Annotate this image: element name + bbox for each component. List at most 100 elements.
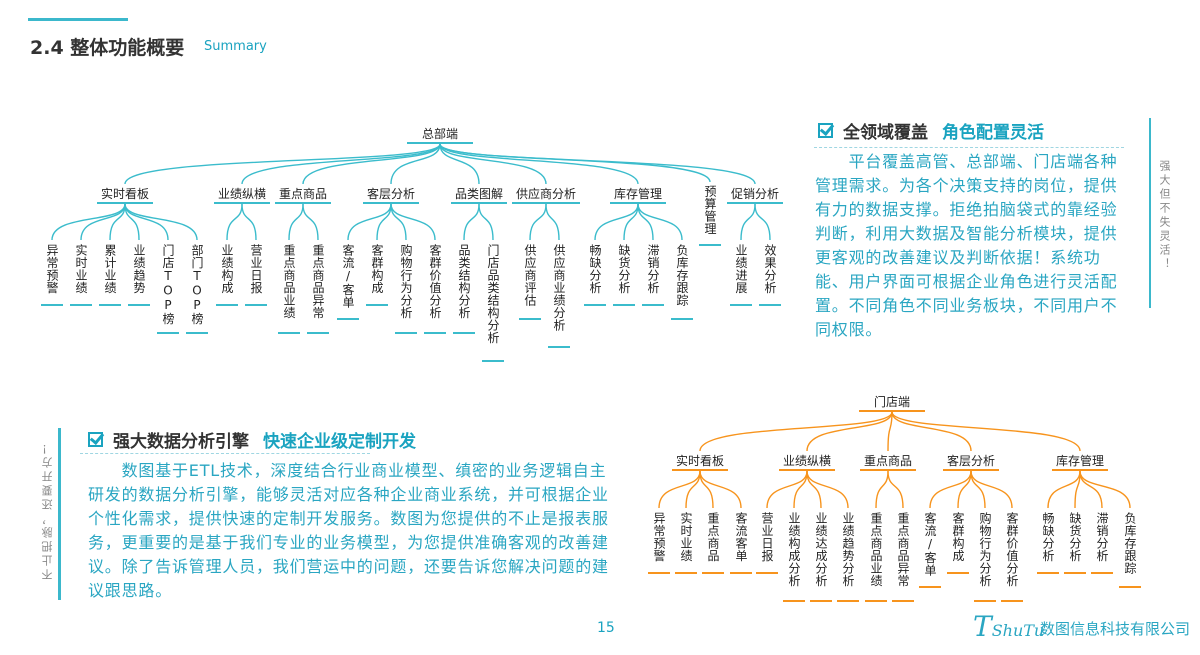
tree-root[interactable]: 门店端 — [873, 395, 911, 409]
feature1-accent: 角色配置灵活 — [942, 123, 1044, 143]
tree-group[interactable]: 品类图解 — [454, 187, 504, 201]
tree-group[interactable]: 重点商品 — [863, 454, 913, 468]
tree-leaf[interactable]: 客群构成 — [370, 244, 384, 294]
tree-leaf[interactable]: 购物行为分析 — [399, 244, 413, 319]
tree-leaf[interactable]: 重点商品异常 — [896, 512, 910, 587]
tree-leaf[interactable]: 缺货分析 — [1068, 512, 1082, 562]
tree-leaf[interactable]: 客流/客单 — [341, 244, 355, 309]
tree-leaf[interactable]: 部门TOP榜 — [190, 244, 204, 325]
tree-leaf[interactable]: 业绩构成分析 — [787, 512, 801, 587]
tree-leaf[interactable]: 购物行为分析 — [978, 512, 992, 587]
paragraph-line: 议跟思路。 — [88, 581, 173, 600]
tree-leaf[interactable]: 门店品类结构分析 — [486, 244, 500, 344]
tree-leaf[interactable]: 滞销分析 — [1095, 512, 1109, 562]
connector — [806, 470, 849, 509]
tree-group[interactable]: 业绩纵横 — [782, 454, 832, 468]
leaf-underline — [613, 304, 635, 306]
connector — [124, 203, 198, 241]
tree-leaf[interactable]: 累计业绩 — [103, 244, 117, 294]
tree-leaf[interactable]: 业绩趋势分析 — [841, 512, 855, 587]
tree-leaf[interactable]: 业绩构成 — [220, 244, 234, 294]
connector — [637, 203, 683, 241]
tree-leaf[interactable]: 业绩达成分析 — [814, 512, 828, 587]
tree-group[interactable]: 预算管理 — [703, 185, 717, 235]
tree-leaf[interactable]: 实时业绩 — [74, 244, 88, 294]
paragraph-line: 有力的数据支撑。拒绝拍脑袋式的靠经验 — [815, 200, 1118, 219]
tree-group[interactable]: 库存管理 — [613, 187, 663, 201]
tree-leaf[interactable]: 重点商品异常 — [311, 244, 325, 319]
connector — [376, 203, 392, 241]
connector — [241, 143, 441, 185]
tree-group[interactable]: 供应商分析 — [515, 187, 577, 201]
connector — [1047, 470, 1081, 509]
tree-leaf[interactable]: 异常预警 — [45, 244, 59, 294]
tree-group[interactable]: 库存管理 — [1055, 454, 1105, 468]
tree-leaf[interactable]: 重点商品 — [706, 512, 720, 562]
connector — [463, 203, 480, 241]
tree-group[interactable]: 业绩纵横 — [217, 187, 267, 201]
tree-leaf[interactable]: 营业日报 — [249, 244, 263, 294]
connector — [793, 470, 808, 509]
tree-leaf[interactable]: 缺货分析 — [617, 244, 631, 294]
left-accent-bar — [58, 428, 61, 600]
connector — [390, 143, 441, 185]
tree-group[interactable]: 促销分析 — [730, 187, 780, 201]
connector — [699, 470, 742, 509]
tree-leaf[interactable]: 业绩趋势 — [132, 244, 146, 294]
tree-leaf[interactable]: 滞销分析 — [646, 244, 660, 294]
tree-leaf[interactable]: 畅缺分析 — [1041, 512, 1055, 562]
page-subtitle: Summary — [204, 39, 267, 54]
leaf-underline — [70, 304, 92, 306]
leaf-underline — [1037, 572, 1059, 574]
connector — [226, 203, 243, 241]
connector — [740, 203, 756, 241]
tree-leaf[interactable]: 品类结构分析 — [457, 244, 471, 319]
tree-leaf[interactable]: 营业日报 — [760, 512, 774, 562]
tree-group[interactable]: 客层分析 — [366, 187, 416, 201]
leaf-underline — [756, 572, 778, 574]
connector — [439, 143, 711, 183]
tree-leaf[interactable]: 业绩进展 — [734, 244, 748, 294]
tree-leaf[interactable]: 畅缺分析 — [588, 244, 602, 294]
paragraph-line: 同权限。 — [815, 320, 883, 339]
connector — [929, 470, 972, 509]
divider — [80, 453, 370, 454]
tree-leaf[interactable]: 负库存跟踪 — [1123, 512, 1137, 575]
company-name: 数图信息科技有限公司 — [1040, 620, 1191, 638]
tree-leaf[interactable]: 供应商评估 — [523, 244, 537, 307]
tree-group[interactable]: 客层分析 — [946, 454, 996, 468]
leaf-underline — [837, 600, 859, 602]
leaf-underline — [337, 318, 359, 320]
tree-leaf[interactable]: 客群价值分析 — [1005, 512, 1019, 587]
tree-group[interactable]: 实时看板 — [675, 454, 725, 468]
tree-leaf[interactable]: 重点商品业绩 — [869, 512, 883, 587]
connector — [1079, 470, 1131, 509]
leaf-underline — [41, 304, 63, 306]
connector — [529, 203, 547, 241]
connector — [390, 203, 407, 241]
tree-group[interactable]: 实时看板 — [100, 187, 150, 201]
leaf-underline — [783, 600, 805, 602]
tree-leaf[interactable]: 客群价值分析 — [428, 244, 442, 319]
tree-group[interactable]: 重点商品 — [278, 187, 328, 201]
leaf-underline — [482, 360, 504, 362]
tree-leaf[interactable]: 客流/客单 — [923, 512, 937, 577]
paragraph-line: 能、用户界面可根据企业角色进行灵活配 — [815, 272, 1118, 291]
tree-leaf[interactable]: 重点商品业绩 — [282, 244, 296, 319]
connector — [766, 470, 808, 509]
connector — [478, 203, 494, 241]
tree-leaf[interactable]: 异常预警 — [652, 512, 666, 562]
connector — [806, 411, 893, 452]
leaf-underline — [919, 586, 941, 588]
leaf-underline — [1001, 600, 1023, 602]
tree-leaf[interactable]: 客群构成 — [951, 512, 965, 562]
tree-leaf[interactable]: 实时业绩 — [679, 512, 693, 562]
tree-leaf[interactable]: 负库存跟踪 — [675, 244, 689, 307]
tree-root[interactable]: 总部端 — [421, 127, 459, 141]
paragraph-line: 更客观的改善建议及判断依据！系统功 — [815, 248, 1101, 267]
tree-leaf[interactable]: 供应商业绩分析 — [552, 244, 566, 332]
leaf-underline — [245, 304, 267, 306]
tree-leaf[interactable]: 门店TOP榜 — [161, 244, 175, 325]
tree-leaf[interactable]: 客流客单 — [734, 512, 748, 562]
tree-leaf[interactable]: 效果分析 — [763, 244, 777, 294]
